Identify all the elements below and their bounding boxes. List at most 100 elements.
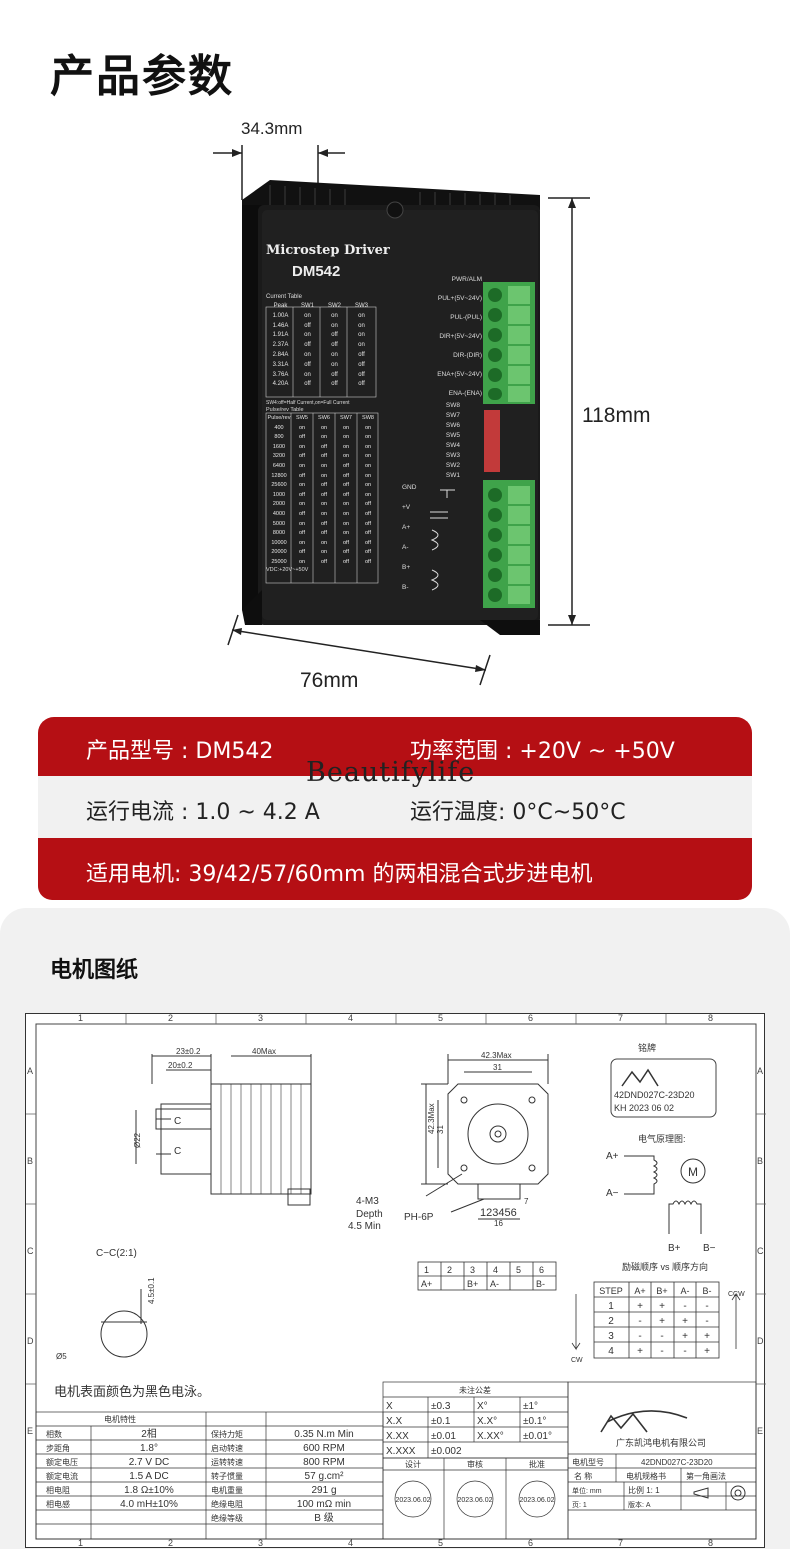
pulse-table-cell: on: [320, 462, 328, 469]
props-cell: 相数: [46, 1429, 62, 1439]
pulse-table-cell: on: [364, 443, 372, 450]
front-dim-3: 42.3Max: [427, 1103, 436, 1134]
grid-label: 8: [708, 1538, 714, 1548]
grid-label: 5: [438, 1538, 444, 1548]
props-cell: 1.5 A DC: [129, 1471, 168, 1482]
seq-cell: +: [704, 1331, 710, 1342]
side-dim-2: 20±0.2: [168, 1061, 193, 1070]
pin-signal: B+: [467, 1279, 478, 1289]
props-cell: 100 mΩ min: [297, 1499, 351, 1510]
props-cell: 运转转速: [211, 1457, 243, 1467]
pulse-table-cell: on: [342, 520, 350, 527]
pulse-table-cell: SW7: [340, 415, 352, 421]
props-cell: 绝缘等级: [211, 1513, 243, 1523]
current-table-cell: on: [358, 342, 365, 349]
pulse-table-cell: SW5: [296, 415, 308, 421]
side-dim-3: 40Max: [252, 1047, 276, 1056]
tb-model-label: 电机型号: [572, 1457, 604, 1467]
grid-label: 8: [708, 1013, 714, 1023]
tb-name-label: 名 称: [574, 1471, 592, 1481]
seq-cell: +: [682, 1316, 688, 1327]
current-table-cell: off: [331, 342, 338, 349]
vdc-note: VDC:+20V~+50V: [266, 567, 309, 573]
current-table-cell: off: [358, 351, 365, 358]
grid-label: E: [757, 1426, 764, 1436]
sch-b-plus: B+: [668, 1243, 681, 1254]
tb-name: 电机规格书: [626, 1471, 666, 1481]
power-label: GND: [402, 484, 417, 491]
grid-label: 2: [168, 1538, 174, 1548]
seq-header: A-: [681, 1286, 690, 1296]
spec-temp: 运行温度: 0°C~50°C: [410, 800, 626, 825]
pulse-table-cell: off: [364, 510, 371, 517]
current-table-cell: on: [304, 312, 311, 319]
tb-version: 版本: A: [628, 1500, 651, 1509]
terminal-label: PWR/ALM: [451, 276, 482, 283]
section-c-1: C: [174, 1116, 181, 1127]
pulse-table-cell: off: [364, 530, 371, 537]
sch-b-minus: B−: [703, 1243, 716, 1254]
pulse-table-cell: SW8: [362, 415, 374, 421]
power-label: +V: [402, 504, 411, 511]
pulse-table-cell: on: [298, 539, 306, 546]
pulse-table-cell: off: [342, 558, 349, 565]
terminal-label: ENA+(5V~24V): [437, 371, 482, 378]
grid-label: 2: [168, 1013, 174, 1023]
seq-cell: -: [638, 1331, 641, 1342]
props-cell: 57 g.cm²: [305, 1471, 345, 1482]
props-cell: 相电感: [46, 1499, 70, 1509]
current-table-cell: off: [304, 381, 311, 388]
pin-number: 3: [470, 1265, 475, 1275]
surface-note: 电机表面颜色为黑色电泳。: [54, 1384, 210, 1399]
tolerance-cell: X.X: [386, 1416, 402, 1427]
pulse-table-cell: on: [342, 434, 350, 441]
pulse-table-cell: off: [364, 520, 371, 527]
nameplate-date: KH 2023 06 02: [614, 1103, 674, 1113]
schematic-title: 电气原理图:: [638, 1133, 686, 1144]
current-table-cell: on: [331, 351, 338, 358]
seq-header: STEP: [599, 1286, 623, 1296]
tb-scale: 比例 1: 1: [628, 1485, 660, 1495]
hole-note-1: 4-M3: [356, 1196, 379, 1207]
tolerance-cell: X.XXX: [386, 1446, 416, 1457]
seq-cell: -: [638, 1316, 641, 1327]
spec-model: 产品型号 : DM542: [86, 739, 274, 764]
pulse-table-cell: off: [298, 434, 305, 441]
pulse-table-cell: 2000: [272, 501, 286, 508]
props-cell: 绝缘电阻: [211, 1499, 243, 1509]
pulse-table-cell: off: [320, 520, 327, 527]
power-label: A-: [402, 544, 409, 551]
pulse-table-cell: on: [298, 443, 306, 450]
section-label: C−C(2:1): [96, 1248, 137, 1259]
current-table-cell: off: [331, 332, 338, 339]
pulse-table-cell: on: [364, 434, 372, 441]
current-table-cell: on: [331, 361, 338, 368]
tb-method: 第一角画法: [686, 1471, 726, 1481]
current-table-cell: SW3: [354, 303, 368, 309]
pulse-table-cell: off: [298, 453, 305, 460]
pin-number: 2: [447, 1265, 452, 1275]
current-table-cell: off: [304, 342, 311, 349]
side-dim-1: 23±0.2: [176, 1047, 201, 1056]
seq-header: B-: [703, 1286, 712, 1296]
tolerance-cell: X.X°: [477, 1416, 497, 1427]
seq-cell: 4: [608, 1346, 614, 1357]
front-dim-4: 31: [436, 1125, 445, 1134]
sign-date: 2023.06.02: [519, 1497, 554, 1504]
switch-label: SW6: [445, 422, 460, 429]
pin-number: 6: [539, 1265, 544, 1275]
seq-cell: -: [660, 1346, 663, 1357]
props-cell: 1.8 Ω±10%: [124, 1485, 174, 1496]
tb-model: 42DND027C-23D20: [641, 1458, 713, 1467]
pulse-table-cell: on: [342, 443, 350, 450]
props-cell: 额定电流: [46, 1471, 78, 1481]
current-table-cell: on: [304, 332, 311, 339]
sw4-note: SW4:off=Half Current,on=Full Current: [266, 400, 350, 406]
sign-date: 2023.06.02: [457, 1497, 492, 1504]
seq-header: B+: [656, 1286, 667, 1296]
